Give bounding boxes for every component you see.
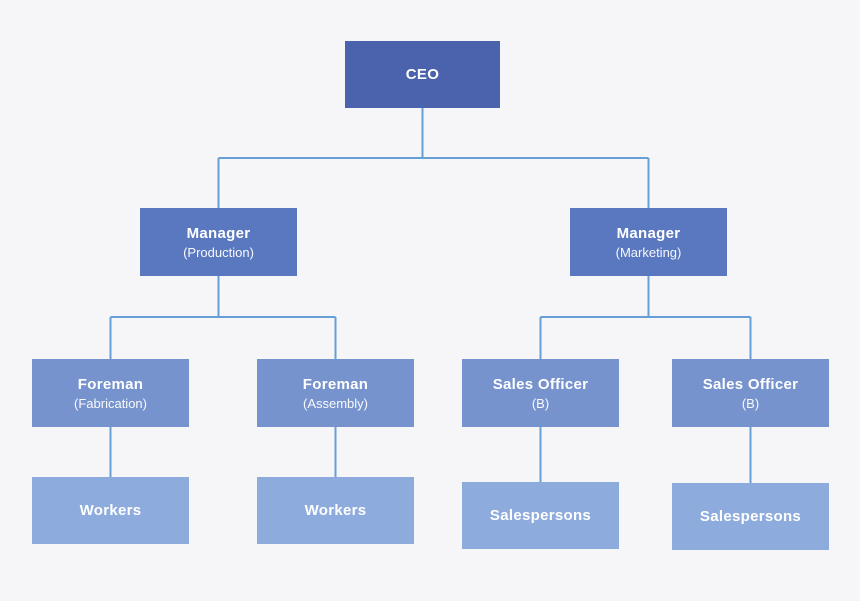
node-subtitle: (B) xyxy=(531,395,550,411)
node-title: Salespersons xyxy=(489,506,592,524)
node-subtitle: (Assembly) xyxy=(302,395,368,411)
node-workers-2: Workers xyxy=(257,477,414,544)
node-title: Workers xyxy=(304,501,367,519)
node-foreman-fabrication: Foreman (Fabrication) xyxy=(32,359,189,427)
node-foreman-assembly: Foreman (Assembly) xyxy=(257,359,414,427)
connector-marketing-to-sales-officers xyxy=(539,276,752,359)
node-sales-officer-b-2: Sales Officer (B) xyxy=(672,359,829,427)
node-manager-production: Manager (Production) xyxy=(140,208,297,276)
node-salespersons-1: Salespersons xyxy=(462,482,619,549)
node-subtitle: (Fabrication) xyxy=(74,395,147,411)
node-title: Manager xyxy=(616,224,681,242)
node-subtitle: (Production) xyxy=(183,244,254,260)
node-title: Foreman xyxy=(302,375,369,393)
node-sales-officer-b-1: Sales Officer (B) xyxy=(462,359,619,427)
connector-ceo-to-managers xyxy=(217,108,650,208)
node-title: Manager xyxy=(186,224,251,242)
node-title: Workers xyxy=(79,501,142,519)
node-title: CEO xyxy=(405,65,440,83)
connector-production-to-foremen xyxy=(109,276,337,359)
node-title: Salespersons xyxy=(699,507,802,525)
node-workers-1: Workers xyxy=(32,477,189,544)
node-subtitle: (Marketing) xyxy=(615,244,682,260)
node-manager-marketing: Manager (Marketing) xyxy=(570,208,727,276)
node-ceo: CEO xyxy=(345,41,500,108)
node-title: Sales Officer xyxy=(702,375,799,393)
node-subtitle: (B) xyxy=(741,395,760,411)
node-title: Sales Officer xyxy=(492,375,589,393)
node-salespersons-2: Salespersons xyxy=(672,483,829,550)
node-title: Foreman xyxy=(77,375,144,393)
